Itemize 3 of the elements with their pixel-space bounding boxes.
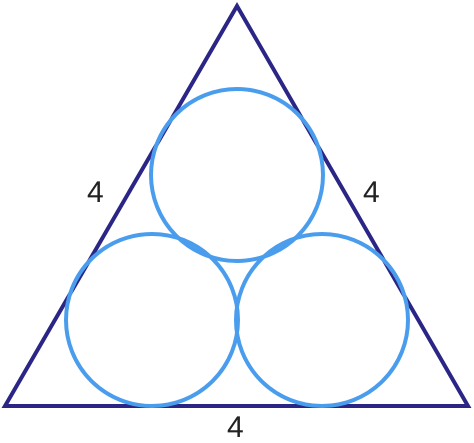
side-length-label: 4 <box>87 178 104 208</box>
side-length-label: 4 <box>227 413 244 443</box>
side-length-label: 4 <box>363 178 380 208</box>
